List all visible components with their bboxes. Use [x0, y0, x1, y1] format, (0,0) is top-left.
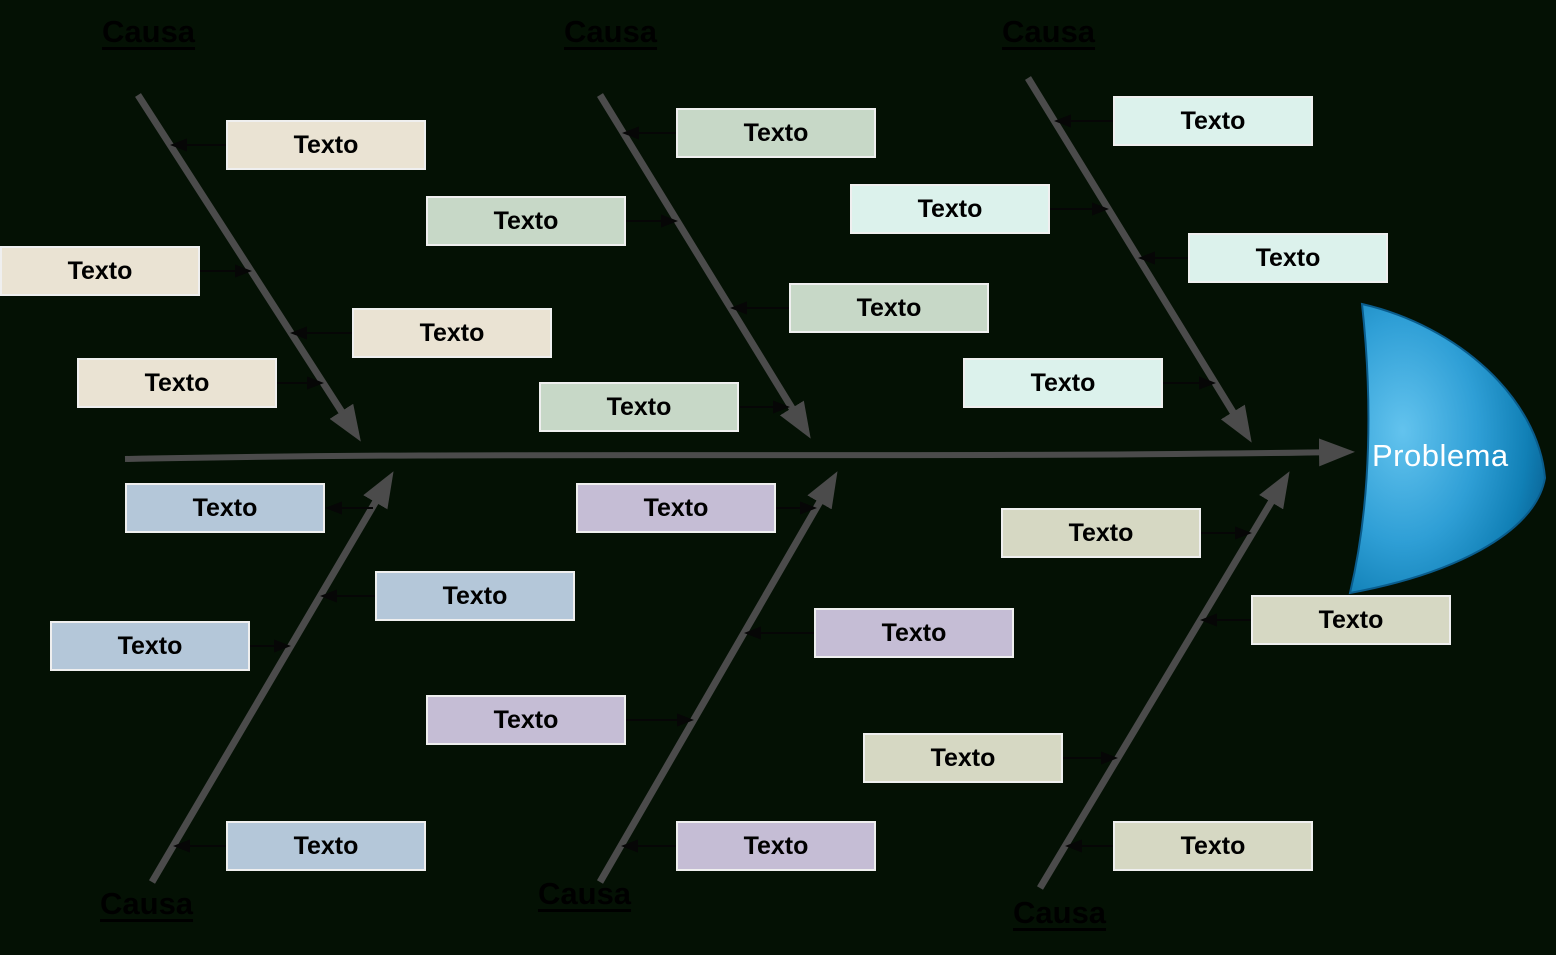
cause-box-top-middle-4[interactable]: Texto [539, 382, 739, 432]
cause-box-bottom-right-4[interactable]: Texto [1113, 821, 1313, 871]
cause-category-label-top-left[interactable]: Causa [102, 14, 196, 49]
cause-box-bottom-left-1[interactable]: Texto [125, 483, 325, 533]
problem-label[interactable]: Problema [1372, 438, 1509, 473]
bone-arrow-top-right [1025, 76, 1252, 443]
spine-arrow [124, 438, 1355, 467]
cause-box-bottom-right-1[interactable]: Texto [1001, 508, 1201, 558]
cause-box-bottom-left-2[interactable]: Texto [375, 571, 575, 621]
cause-box-bottom-left-3[interactable]: Texto [50, 621, 250, 671]
cause-box-bottom-middle-1[interactable]: Texto [576, 483, 776, 533]
cause-box-bottom-middle-3[interactable]: Texto [426, 695, 626, 745]
cause-box-top-left-2[interactable]: Texto [0, 246, 200, 296]
cause-box-bottom-right-2[interactable]: Texto [1251, 595, 1451, 645]
cause-box-top-right-1[interactable]: Texto [1113, 96, 1313, 146]
cause-box-top-right-3[interactable]: Texto [1188, 233, 1388, 283]
cause-box-top-middle-3[interactable]: Texto [789, 283, 989, 333]
cause-category-label-bottom-right[interactable]: Causa [1013, 895, 1107, 930]
cause-box-bottom-middle-2[interactable]: Texto [814, 608, 1014, 658]
cause-box-top-middle-1[interactable]: Texto [676, 108, 876, 158]
cause-box-bottom-left-4[interactable]: Texto [226, 821, 426, 871]
bone-arrow-bottom-left [148, 471, 394, 884]
cause-category-label-bottom-middle[interactable]: Causa [538, 876, 632, 911]
cause-box-top-right-2[interactable]: Texto [850, 184, 1050, 234]
connectors-group [170, 114, 1252, 853]
fish-head-shape[interactable] [1348, 302, 1547, 595]
cause-box-top-left-4[interactable]: Texto [77, 358, 277, 408]
cause-box-top-middle-2[interactable]: Texto [426, 196, 626, 246]
cause-box-bottom-right-3[interactable]: Texto [863, 733, 1063, 783]
bone-arrow-bottom-middle [596, 471, 838, 884]
cause-box-top-left-1[interactable]: Texto [226, 120, 426, 170]
cause-box-top-right-4[interactable]: Texto [963, 358, 1163, 408]
cause-category-label-bottom-left[interactable]: Causa [100, 886, 194, 921]
cause-box-top-left-3[interactable]: Texto [352, 308, 552, 358]
cause-category-label-top-right[interactable]: Causa [1002, 14, 1096, 49]
cause-category-label-top-middle[interactable]: Causa [564, 14, 658, 49]
cause-box-bottom-middle-4[interactable]: Texto [676, 821, 876, 871]
bone-arrow-bottom-right [1036, 471, 1290, 890]
bone-arrow-top-middle [597, 93, 811, 439]
